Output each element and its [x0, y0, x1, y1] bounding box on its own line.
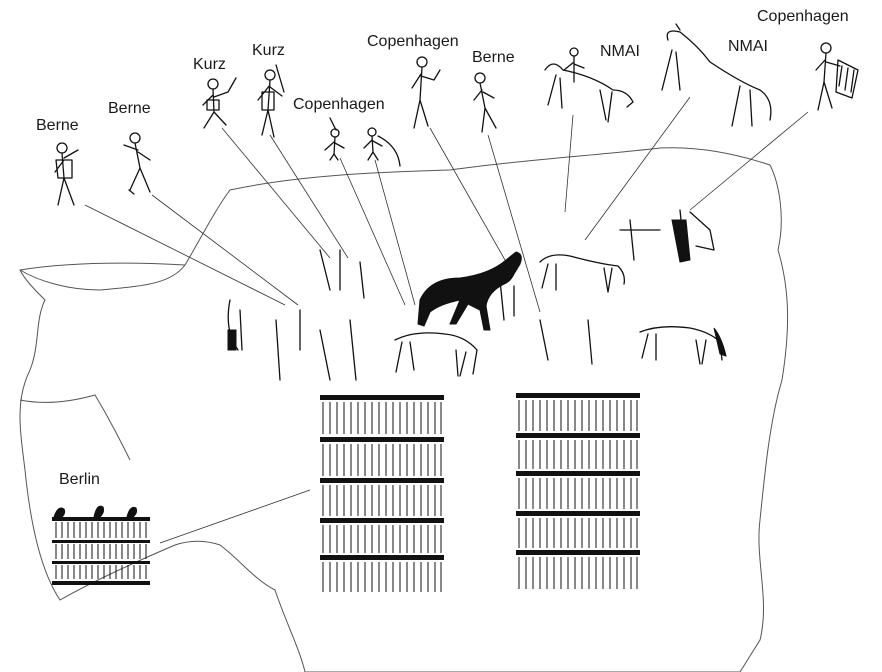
figure-nmai-2	[661, 23, 772, 127]
berlin-robe-strip	[52, 505, 150, 585]
robe-block-left	[320, 395, 444, 592]
figure-kurz-2	[257, 64, 285, 138]
black-horse	[417, 251, 522, 331]
label-berne-2: Berne	[108, 100, 151, 117]
leader-lines	[84, 96, 809, 544]
central-battle-scene	[227, 209, 727, 381]
robe-block-right	[516, 393, 640, 589]
label-kurz-2: Kurz	[252, 42, 285, 59]
figure-copenhagen-1	[324, 117, 401, 167]
label-copenhagen-3: Copenhagen	[757, 8, 849, 25]
label-nmai-2: NMAI	[728, 38, 768, 55]
figure-berne-1	[54, 142, 79, 206]
label-kurz-1: Kurz	[193, 56, 226, 73]
label-berlin: Berlin	[59, 471, 100, 488]
figure-copenhagen-3	[815, 42, 859, 111]
figure-berne-3	[473, 72, 497, 133]
hide-leg-edge	[19, 394, 131, 461]
label-berne-1: Berne	[36, 117, 79, 134]
figure-berne-2	[123, 132, 151, 195]
label-nmai-1: NMAI	[600, 43, 640, 60]
label-copenhagen-1: Copenhagen	[293, 96, 385, 113]
hide-neck-edge	[19, 264, 186, 291]
figure-nmai-1	[544, 47, 634, 123]
figure-copenhagen-2	[411, 56, 441, 129]
figure-kurz-1	[202, 77, 237, 129]
hide-outline	[19, 147, 789, 672]
label-copenhagen-2: Copenhagen	[367, 33, 459, 50]
label-berne-3: Berne	[472, 49, 515, 66]
